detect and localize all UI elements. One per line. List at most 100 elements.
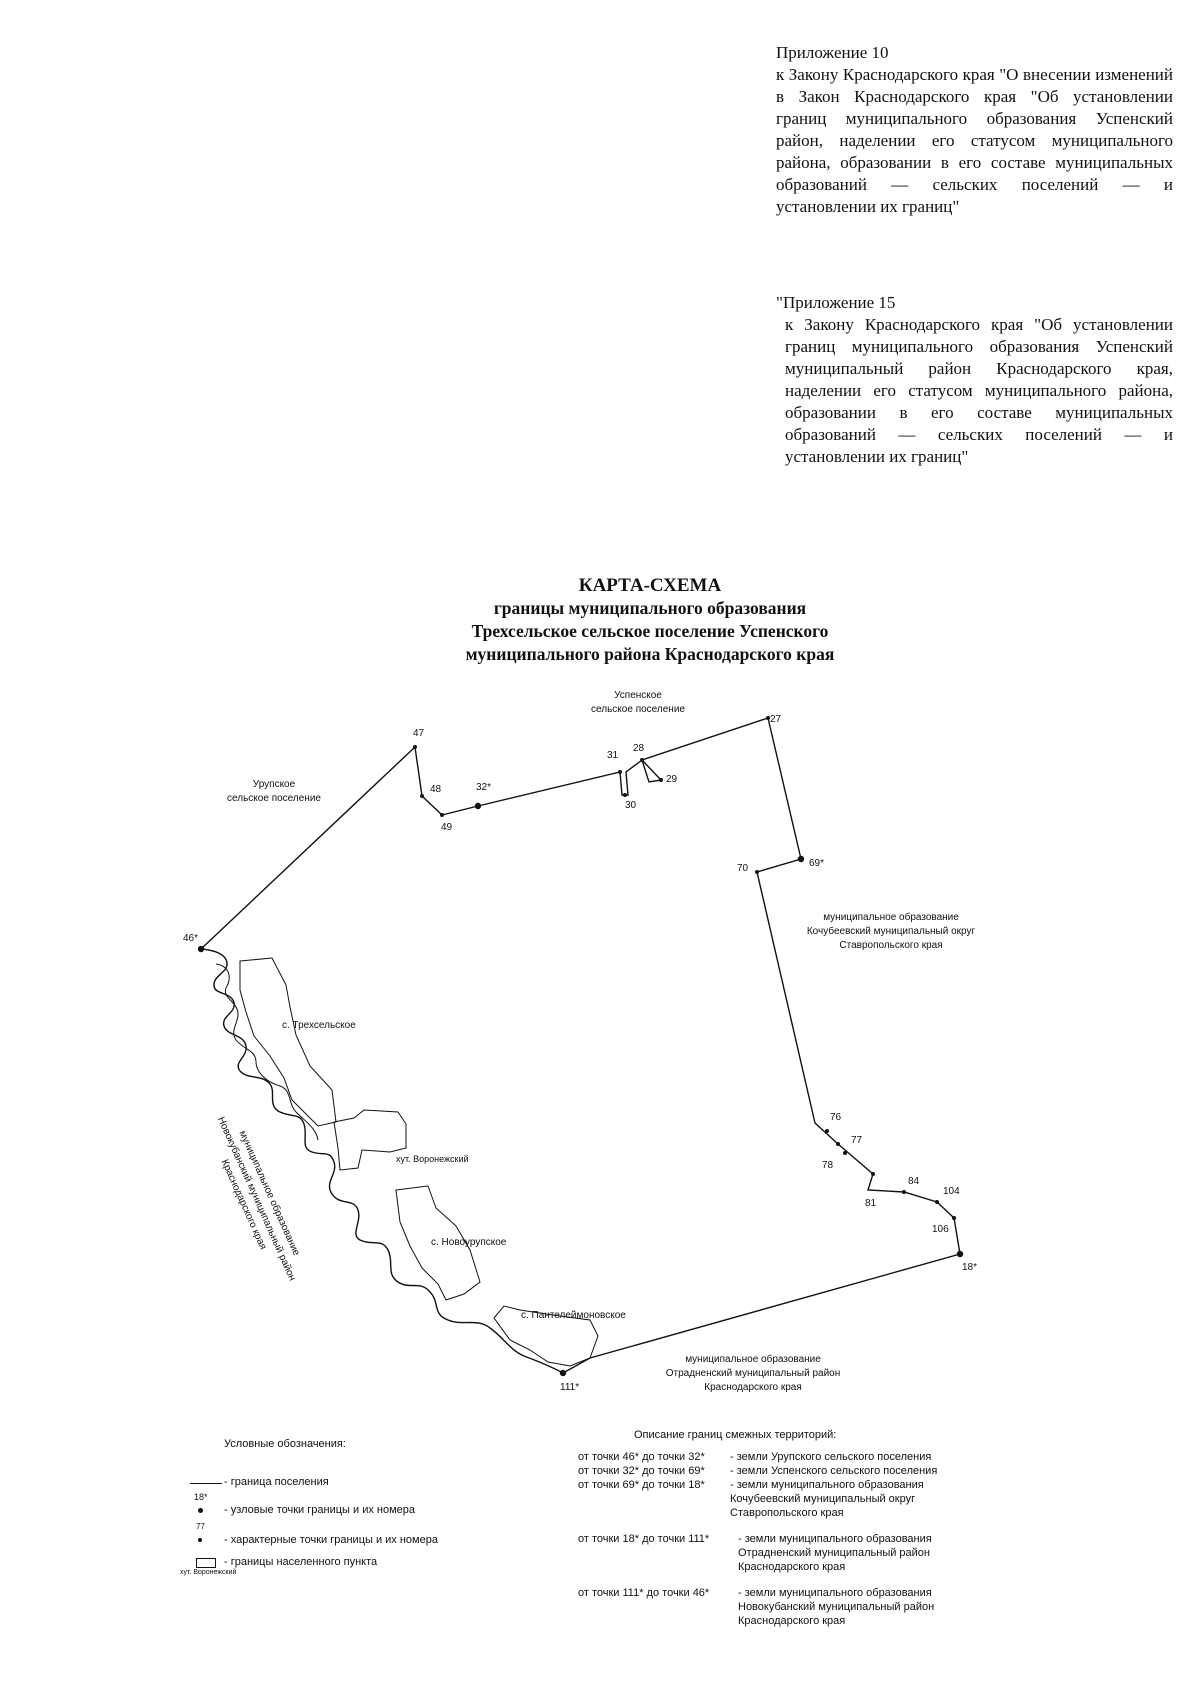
map-title-line-2: границы муниципального образования	[493, 598, 807, 618]
legend-char-sample: 77	[196, 1522, 205, 1531]
label-urupskoe-2: сельское поселение	[227, 793, 321, 804]
point-30	[623, 793, 627, 797]
settlement-novourupskoe-outline	[395, 1185, 481, 1301]
point-label-84: 84	[908, 1176, 920, 1187]
point-84	[902, 1190, 906, 1194]
point-label-47: 47	[413, 728, 425, 739]
point-label-48: 48	[430, 784, 442, 795]
label-kochubeevsky-2: Кочубеевский муниципальный округ	[807, 925, 976, 937]
description-from: от точки 111* до точки 46*	[578, 1587, 710, 1599]
settlement-voronezhsky-outline	[333, 1109, 407, 1171]
description-what: - земли муниципального образования Отрад…	[738, 1533, 932, 1573]
label-novourupskoe: с. Новоурупское	[431, 1237, 507, 1248]
point-104	[935, 1200, 939, 1204]
label-voronezhsky: хут. Воронежский	[396, 1154, 469, 1164]
description-title: Описание границ смежных территорий:	[634, 1429, 837, 1441]
settlement-labels: с. Трехсельское хут. Воронежский с. Ново…	[282, 1020, 626, 1321]
river-boundary	[200, 948, 564, 1374]
description-from: от точки 69* до точки 18*	[578, 1479, 705, 1491]
boundary-points	[197, 716, 964, 1377]
point-label-31: 31	[607, 750, 619, 761]
point-81	[871, 1172, 875, 1176]
point-46	[197, 945, 205, 953]
point-70	[755, 870, 759, 874]
label-uspenskoe-1: Успенское	[614, 690, 662, 701]
legend-settlement-rect-symbol	[196, 1558, 216, 1568]
point-69	[797, 855, 805, 863]
label-otradnensky-3: Краснодарского края	[704, 1382, 802, 1393]
annex-10-title: Приложение 10	[776, 43, 889, 62]
description-what: - земли муниципального образования Кочуб…	[730, 1479, 924, 1519]
point-31	[618, 770, 622, 774]
point-111	[559, 1369, 567, 1377]
description-what: - земли Урупского сельского поселения	[730, 1451, 932, 1463]
point-labels: 47 48 49 32* 31 28 29 30 27 70 69* 76 77…	[183, 714, 977, 1393]
label-urupskoe-1: Урупское	[253, 779, 296, 790]
label-uspenskoe-2: сельское поселение	[591, 704, 685, 715]
legend-settlement-sample: хут. Воронежский	[180, 1569, 237, 1576]
settlement-panteleymonovskoe-outline	[493, 1305, 599, 1367]
label-novokubansky-2: Новокубанский муниципальный район	[215, 1115, 299, 1283]
annex-15-header: "Приложение 15 к Закону Краснодарского к…	[776, 292, 1173, 468]
map-title-line-4: муниципального района Краснодарского кра…	[465, 644, 835, 664]
description-from: от точки 32* до точки 69*	[578, 1465, 705, 1477]
point-47	[413, 745, 417, 749]
point-27	[766, 716, 770, 720]
legend-settlement-text: - границы населенного пункта	[224, 1556, 378, 1568]
label-kochubeevsky-3: Ставропольского края	[839, 940, 942, 951]
settlement-trehselskoe-outline	[239, 957, 337, 1127]
point-label-30: 30	[625, 800, 637, 811]
point-label-29: 29	[666, 774, 678, 785]
legend-char-text: - характерные точки границы и их номера	[224, 1534, 438, 1546]
legend-boundary-text: - граница поселения	[224, 1476, 329, 1488]
point-76	[825, 1129, 829, 1133]
description-what: - земли муниципального образования Новок…	[738, 1587, 935, 1627]
point-label-70: 70	[737, 863, 749, 874]
point-label-106: 106	[932, 1224, 949, 1235]
description-from: от точки 18* до точки 111*	[578, 1533, 710, 1545]
label-kochubeevsky-1: муниципальное образование	[823, 911, 959, 923]
legend-nodal-dot-symbol	[198, 1508, 203, 1513]
point-label-104: 104	[943, 1186, 960, 1197]
description-what: - земли Успенского сельского поселения	[730, 1465, 938, 1477]
point-label-81: 81	[865, 1198, 877, 1209]
point-label-76: 76	[830, 1112, 842, 1123]
point-label-77: 77	[851, 1135, 863, 1146]
description-from: от точки 46* до точки 32*	[578, 1451, 705, 1463]
map-title-line-3: Трехсельское сельское поселение Успенско…	[471, 621, 829, 641]
point-label-46: 46*	[183, 933, 198, 944]
point-label-69: 69*	[809, 858, 824, 869]
point-label-78: 78	[822, 1160, 834, 1171]
point-77	[836, 1142, 840, 1146]
point-18	[956, 1250, 964, 1258]
legend-char-dot-symbol	[198, 1538, 202, 1542]
point-49	[440, 813, 444, 817]
point-label-32: 32*	[476, 782, 491, 793]
point-label-27: 27	[770, 714, 782, 725]
legend-nodal-text: - узловые точки границы и их номера	[224, 1504, 415, 1516]
point-28	[640, 758, 644, 762]
legend-boundary-line-symbol	[190, 1483, 222, 1484]
river-inner-bank	[215, 963, 319, 1141]
label-trehselskoe: с. Трехсельское	[282, 1020, 356, 1031]
point-label-111: 111*	[560, 1382, 579, 1393]
legend-title: Условные обозначения:	[224, 1438, 346, 1450]
point-48	[420, 794, 424, 798]
point-106	[952, 1216, 956, 1220]
label-otradnensky-2: Отрадненский муниципальный район	[666, 1368, 841, 1379]
point-78	[843, 1151, 847, 1155]
settlement-boundary-line	[200, 717, 961, 1374]
annex-15-text: к Закону Краснодарского края "Об установ…	[785, 315, 1173, 466]
point-32	[474, 802, 482, 810]
annex-15-title: "Приложение 15	[776, 293, 896, 312]
point-label-49: 49	[441, 822, 453, 833]
annex-10-text: к Закону Краснодарского края "О внесении…	[776, 65, 1173, 216]
label-panteleymonovskoe: с. Пантелеймоновское	[521, 1310, 626, 1321]
annex-10-header: Приложение 10 к Закону Краснодарского кр…	[776, 42, 1173, 218]
legend-nodal-sample: 18*	[194, 1492, 208, 1502]
map-title: КАРТА-СХЕМА границы муниципального образ…	[240, 574, 1060, 666]
point-29	[659, 778, 663, 782]
point-label-18: 18*	[962, 1262, 977, 1273]
map-title-line-1: КАРТА-СХЕМА	[578, 575, 722, 596]
